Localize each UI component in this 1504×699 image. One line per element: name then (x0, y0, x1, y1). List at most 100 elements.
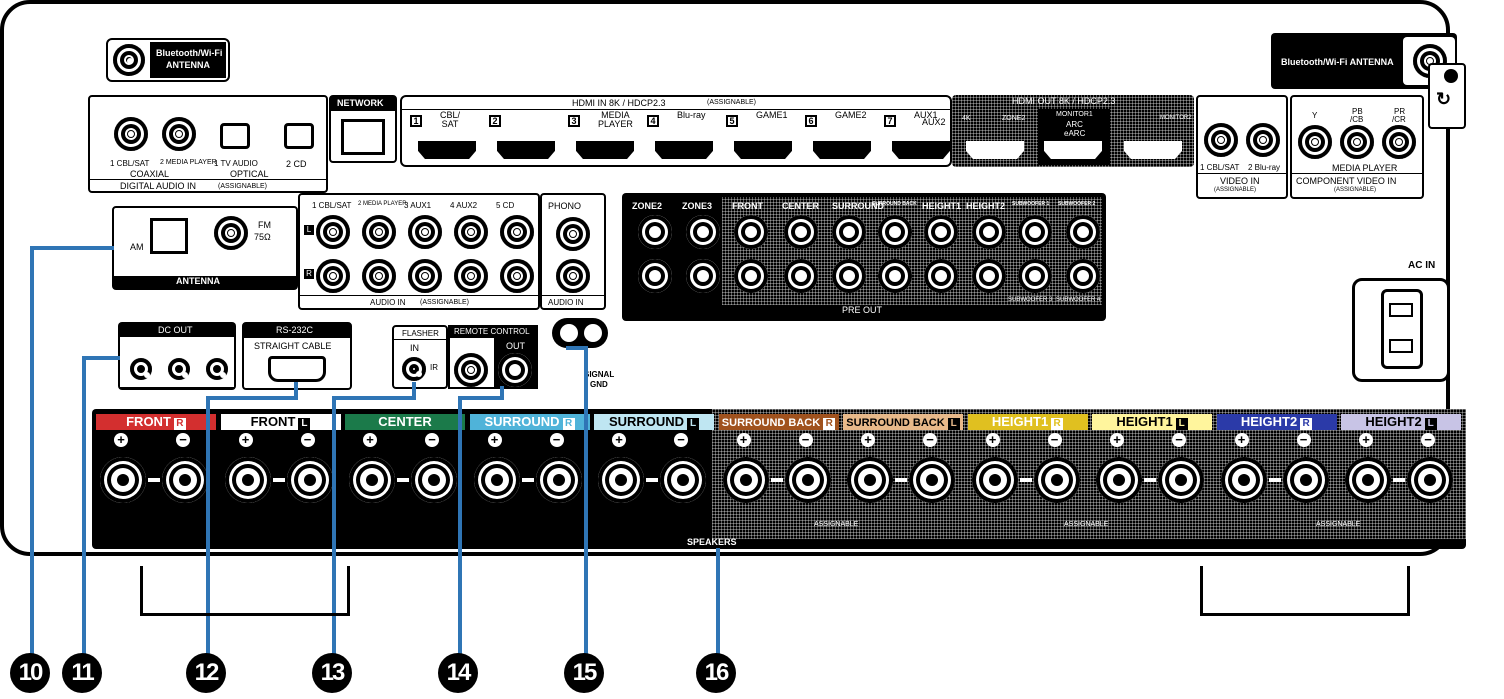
pre-out-jack-top-1[interactable] (638, 215, 672, 249)
audio-in-jack-r-3[interactable] (408, 259, 442, 293)
component-jack-y[interactable] (1298, 125, 1332, 159)
pre-out-jack-bot-6[interactable] (878, 259, 912, 293)
component-jack-pr[interactable] (1382, 125, 1416, 159)
speaker-terminal-minus-7[interactable] (909, 457, 955, 503)
component-jack-pb[interactable] (1340, 125, 1374, 159)
hdmi-in-num-3: 3 (568, 115, 580, 127)
bt-antenna-left: Bluetooth/Wi-Fi ANTENNA (106, 38, 230, 82)
speaker-minus-icon-10: − (1296, 433, 1311, 447)
speaker-terminal-plus-8[interactable] (971, 457, 1018, 503)
pre-out-jack-top-5[interactable] (832, 215, 866, 249)
hdmi-in-num-6: 6 (805, 115, 817, 127)
video-jack-2[interactable] (1246, 123, 1280, 157)
pre-out-jack-bot-3[interactable] (734, 259, 768, 293)
pre-out-jack-bot-10[interactable] (1066, 259, 1100, 293)
hdmi-in-port-5[interactable] (734, 141, 792, 159)
phono-jack-l[interactable] (556, 217, 590, 251)
speaker-terminal-plus-9[interactable] (1096, 457, 1142, 503)
audio-in-jack-l-2[interactable] (362, 215, 396, 249)
hdmi-out-monitor1[interactable] (1044, 141, 1102, 159)
pre-out-jack-top-6[interactable] (878, 215, 912, 249)
speaker-terminal-plus-10[interactable] (1220, 457, 1267, 503)
speaker-terminal-minus-6[interactable] (784, 457, 831, 503)
remote-in-jack[interactable] (454, 353, 488, 387)
speaker-terminal-minus-1[interactable] (162, 457, 208, 503)
dc-jack-2[interactable] (168, 358, 190, 380)
pre-out-jack-top-10[interactable] (1066, 215, 1100, 249)
pre-out-jack-bot-5[interactable] (832, 259, 866, 293)
ac-inlet[interactable] (1352, 278, 1450, 382)
speaker-terminal-plus-1[interactable] (100, 457, 146, 503)
pre-out-jack-top-8[interactable] (972, 215, 1006, 249)
speaker-terminal-minus-8[interactable] (1033, 457, 1080, 503)
optical-jack-1[interactable] (220, 123, 250, 149)
ethernet-port[interactable] (341, 119, 385, 155)
speaker-terminal-plus-11[interactable] (1345, 457, 1391, 503)
pre-out-jack-bot-1[interactable] (638, 259, 672, 293)
hdmi-in-port-7[interactable] (892, 141, 950, 159)
hdmi-in-port-1[interactable] (418, 141, 476, 159)
audio-in-jack-r-1[interactable] (316, 259, 350, 293)
speaker-terminal-plus-2[interactable] (224, 457, 271, 503)
pre-out-jack-top-3[interactable] (734, 215, 768, 249)
pre-out-jack-top-2[interactable] (686, 215, 720, 249)
speaker-terminal-minus-10[interactable] (1282, 457, 1329, 503)
speaker-terminal-minus-11[interactable] (1407, 457, 1453, 503)
hdmi-out-monitor2[interactable] (1124, 141, 1182, 159)
audio-in-jack-l-3[interactable] (408, 215, 442, 249)
callout-10: 10 (10, 653, 50, 693)
remote-out-jack[interactable] (498, 353, 532, 387)
hdmi-out-zone2[interactable] (966, 141, 1024, 159)
audio-in-jack-r-2[interactable] (362, 259, 396, 293)
pre-out-jack-bot-9[interactable] (1018, 259, 1052, 293)
rs232c-port[interactable] (268, 356, 326, 382)
fm-jack[interactable] (214, 216, 248, 250)
am-terminal[interactable] (150, 218, 188, 254)
phono-jack-r[interactable] (556, 259, 590, 293)
speaker-terminal-plus-4[interactable] (473, 457, 520, 503)
audio-in-jack-l-1[interactable] (316, 215, 350, 249)
pre-out-jack-bot-8[interactable] (972, 259, 1006, 293)
callout-hline-12 (206, 396, 296, 400)
coaxial-jack-1[interactable] (114, 117, 148, 151)
bt-label-1: Bluetooth/Wi-Fi (156, 48, 223, 58)
hdmi-in-port-3[interactable] (576, 141, 634, 159)
audio-in-jack-r-4[interactable] (454, 259, 488, 293)
audio-in-divider (300, 295, 538, 296)
video-jack-1[interactable] (1204, 123, 1238, 157)
coaxial-jack-2[interactable] (162, 117, 196, 151)
speaker-terminal-minus-2[interactable] (286, 457, 333, 503)
pre-out-jack-top-9[interactable] (1018, 215, 1052, 249)
audio-in-jack-r-5[interactable] (500, 259, 534, 293)
dc-num-3: 3 (202, 352, 207, 361)
hdmi-arc: ARC (1066, 120, 1083, 129)
audio-in-jack-l-4[interactable] (454, 215, 488, 249)
hdmi-in-port-2[interactable] (497, 141, 555, 159)
hdmi-in-port-4[interactable] (655, 141, 713, 159)
pre-out-jack-bot-7[interactable] (924, 259, 958, 293)
flasher-jack[interactable] (402, 357, 426, 381)
speaker-terminal-plus-6[interactable] (722, 457, 769, 503)
speaker-terminal-plus-7[interactable] (847, 457, 893, 503)
optical-jack-2[interactable] (284, 123, 314, 149)
speaker-minus-icon-11: − (1421, 433, 1435, 447)
speaker-terminal-minus-9[interactable] (1158, 457, 1204, 503)
pre-out-jack-top-4[interactable] (784, 215, 818, 249)
speaker-terminal-plus-5[interactable] (598, 457, 644, 503)
hdmi-in-num-1: 1 (410, 115, 422, 127)
speaker-terminal-minus-5[interactable] (660, 457, 706, 503)
pre-out-jack-bot-4[interactable] (784, 259, 818, 293)
pre-out-jack-top-7[interactable] (924, 215, 958, 249)
speaker-terminal-minus-4[interactable] (535, 457, 582, 503)
dc-jack-3[interactable] (206, 358, 228, 380)
pre-out-jack-bot-2[interactable] (686, 259, 720, 293)
speaker-terminal-minus-3[interactable] (411, 457, 457, 503)
dc-jack-1[interactable] (130, 358, 152, 380)
speaker-terminal-plus-3[interactable] (349, 457, 395, 503)
audio-in-jack-l-5[interactable] (500, 215, 534, 249)
signal-gnd-terminal[interactable] (552, 318, 608, 348)
hdmi-in-port-6[interactable] (813, 141, 871, 159)
speaker-minus-icon-6: − (798, 433, 813, 447)
